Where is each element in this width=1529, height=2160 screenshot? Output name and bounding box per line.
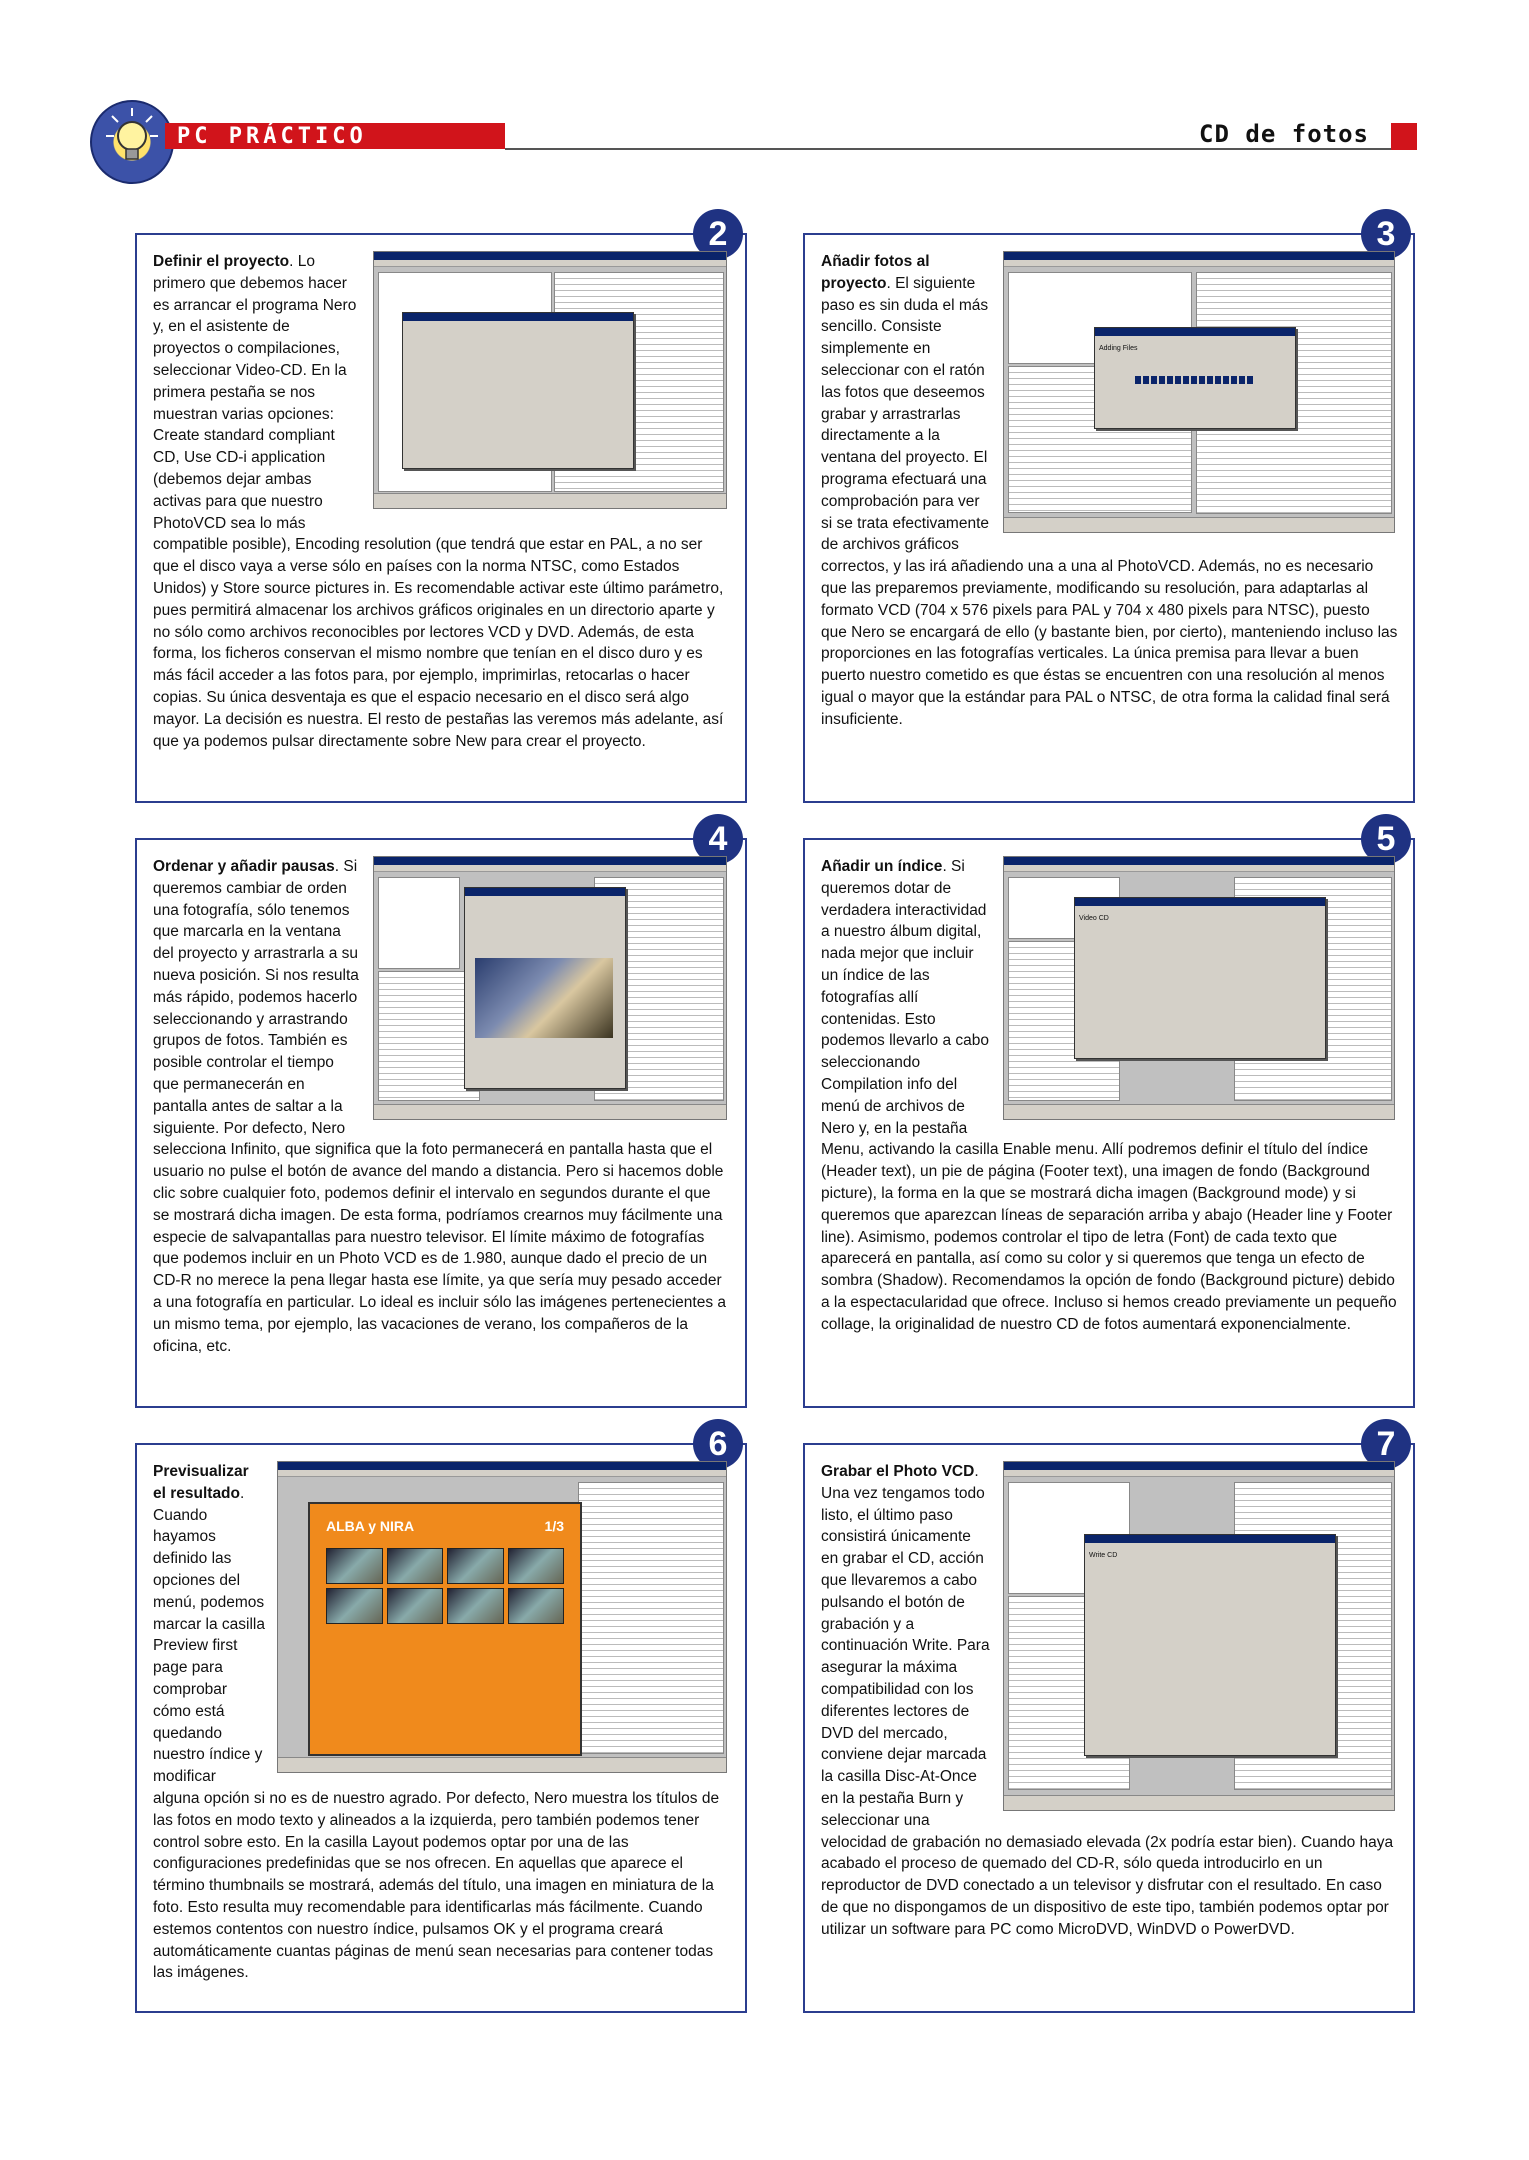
step-text: . Lo primero que debemos hacer es arranc… bbox=[153, 253, 724, 750]
screenshot-menu-preview: ALBA y NIRA 1/3 bbox=[277, 1461, 727, 1773]
step-lead: Ordenar y añadir pausas bbox=[153, 858, 335, 875]
step-text: . Una vez tengamos todo listo, el último… bbox=[821, 1463, 1394, 1938]
step-number-badge: 6 bbox=[693, 1419, 743, 1469]
step-number-badge: 2 bbox=[693, 209, 743, 259]
step-lead: Grabar el Photo VCD bbox=[821, 1463, 975, 1480]
step-panel-2: 2 Definir el proyecto. Lo primero que de… bbox=[135, 209, 747, 803]
step-body: Write CD Grabar el Photo VCD. Una vez te… bbox=[821, 1461, 1399, 1941]
section-label: PC PRÁCTICO bbox=[177, 124, 367, 149]
step-body: Ordenar y añadir pausas. Si queremos cam… bbox=[153, 856, 731, 1357]
step-body: Definir el proyecto. Lo primero que debe… bbox=[153, 251, 731, 752]
screenshot-adding-files: Adding Files bbox=[1003, 251, 1395, 533]
screenshot-video-cd-menu: Video CD bbox=[1003, 856, 1395, 1120]
step-body: Video CD Añadir un índice. Si queremos d… bbox=[821, 856, 1399, 1336]
screenshot-file-info bbox=[373, 856, 727, 1120]
screenshot-new-compilation bbox=[373, 251, 727, 509]
title-marker bbox=[1391, 123, 1417, 150]
step-panel-3: 3 Adding Files Añadir fotos al proyecto.… bbox=[803, 209, 1415, 803]
step-text: . Si queremos dotar de verdadera interac… bbox=[821, 858, 1397, 1333]
dialog-title: Adding Files bbox=[1099, 345, 1138, 352]
header-rule bbox=[505, 148, 1395, 150]
step-text: . Si queremos cambiar de orden una fotog… bbox=[153, 858, 726, 1355]
step-number-badge: 3 bbox=[1361, 209, 1411, 259]
step-body: Adding Files Añadir fotos al proyecto. E… bbox=[821, 251, 1399, 731]
step-panel-4: 4 Ordenar y añadir pausas. Si queremos c… bbox=[135, 814, 747, 1408]
dialog-title: Video CD bbox=[1079, 915, 1109, 922]
step-number-badge: 7 bbox=[1361, 1419, 1411, 1469]
step-number-badge: 5 bbox=[1361, 814, 1411, 864]
lightbulb-logo-icon bbox=[90, 100, 174, 184]
step-lead: Añadir fotos al proyecto bbox=[821, 253, 930, 292]
step-lead: Definir el proyecto bbox=[153, 253, 290, 270]
page-header: PC PRÁCTICO CD de fotos bbox=[0, 0, 1529, 184]
step-number-badge: 4 bbox=[693, 814, 743, 864]
dialog-title: Write CD bbox=[1089, 1552, 1118, 1559]
page-title: CD de fotos bbox=[1199, 120, 1369, 148]
step-panel-5: 5 Video CD Añadir un índice. Si queremos… bbox=[803, 814, 1415, 1408]
section-label-bar: PC PRÁCTICO bbox=[165, 123, 505, 149]
step-body: ALBA y NIRA 1/3 Previsualizar el resulta… bbox=[153, 1461, 731, 1984]
step-text: . Cuando hayamos definido las opciones d… bbox=[153, 1484, 720, 1982]
step-panel-7: 7 Write CD Grabar el Photo VCD. Una vez … bbox=[803, 1419, 1415, 2013]
step-lead: Añadir un índice bbox=[821, 858, 943, 875]
step-panel-6: 6 ALBA y NIRA 1/3 Previsualizar el resul… bbox=[135, 1419, 747, 2013]
menu-preview-page: 1/3 bbox=[544, 1518, 564, 1534]
step-text: . El siguiente paso es sin duda el más s… bbox=[821, 274, 1398, 728]
step-lead: Previsualizar el resultado bbox=[153, 1463, 249, 1502]
screenshot-write-cd: Write CD bbox=[1003, 1461, 1395, 1811]
menu-preview-title: ALBA y NIRA bbox=[326, 1518, 415, 1534]
